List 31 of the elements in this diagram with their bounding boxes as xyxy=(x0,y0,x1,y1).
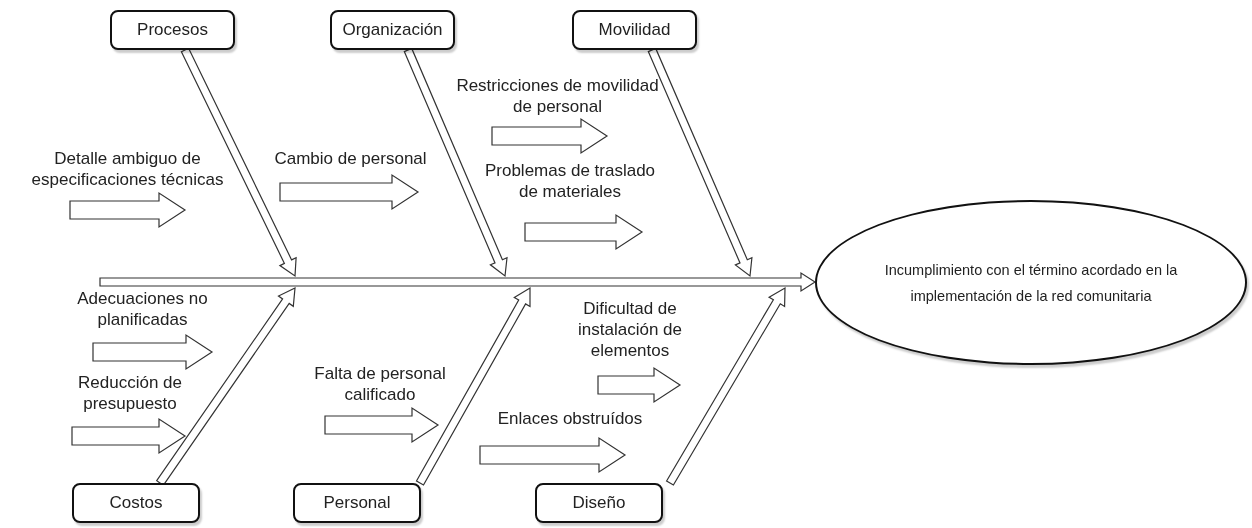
bone-arrow xyxy=(647,47,753,278)
block-arrow xyxy=(491,117,609,155)
block-arrow xyxy=(71,417,187,455)
cause-text: Adecuaciones no planificadas xyxy=(60,288,225,330)
block-arrow xyxy=(479,436,627,474)
cause-text: Problemas de traslado de materiales xyxy=(475,160,665,202)
spine-arrow xyxy=(99,271,817,293)
cause-text: Falta de personal calificado xyxy=(295,363,465,405)
bone-arrow xyxy=(415,286,531,486)
block-arrow xyxy=(279,173,420,211)
bone-arrow xyxy=(665,286,786,486)
category-box: Diseño xyxy=(535,483,663,523)
cause-text: Enlaces obstruídos xyxy=(470,408,670,429)
category-box: Costos xyxy=(72,483,200,523)
bone-arrow xyxy=(180,47,297,278)
category-box: Procesos xyxy=(110,10,235,50)
block-arrow xyxy=(69,191,187,229)
cause-text: Detalle ambiguo de especificaciones técnicas xyxy=(5,148,250,190)
cause-text: Reducción de presupuesto xyxy=(55,372,205,414)
block-arrow xyxy=(524,213,644,251)
category-box: Movilidad xyxy=(572,10,697,50)
category-box: Organización xyxy=(330,10,455,50)
category-box: Personal xyxy=(293,483,421,523)
effect-ellipse: Incumplimiento con el término acordado en la implementación de la red comunitaria xyxy=(815,200,1247,365)
cause-text: Restricciones de movilidad de personal xyxy=(450,75,665,117)
block-arrow xyxy=(597,366,682,404)
block-arrow xyxy=(324,406,440,444)
cause-text: Dificultad de instalación de elementos xyxy=(560,298,700,361)
block-arrow xyxy=(92,333,214,371)
cause-text: Cambio de personal xyxy=(258,148,443,169)
bone-arrow xyxy=(403,47,508,278)
